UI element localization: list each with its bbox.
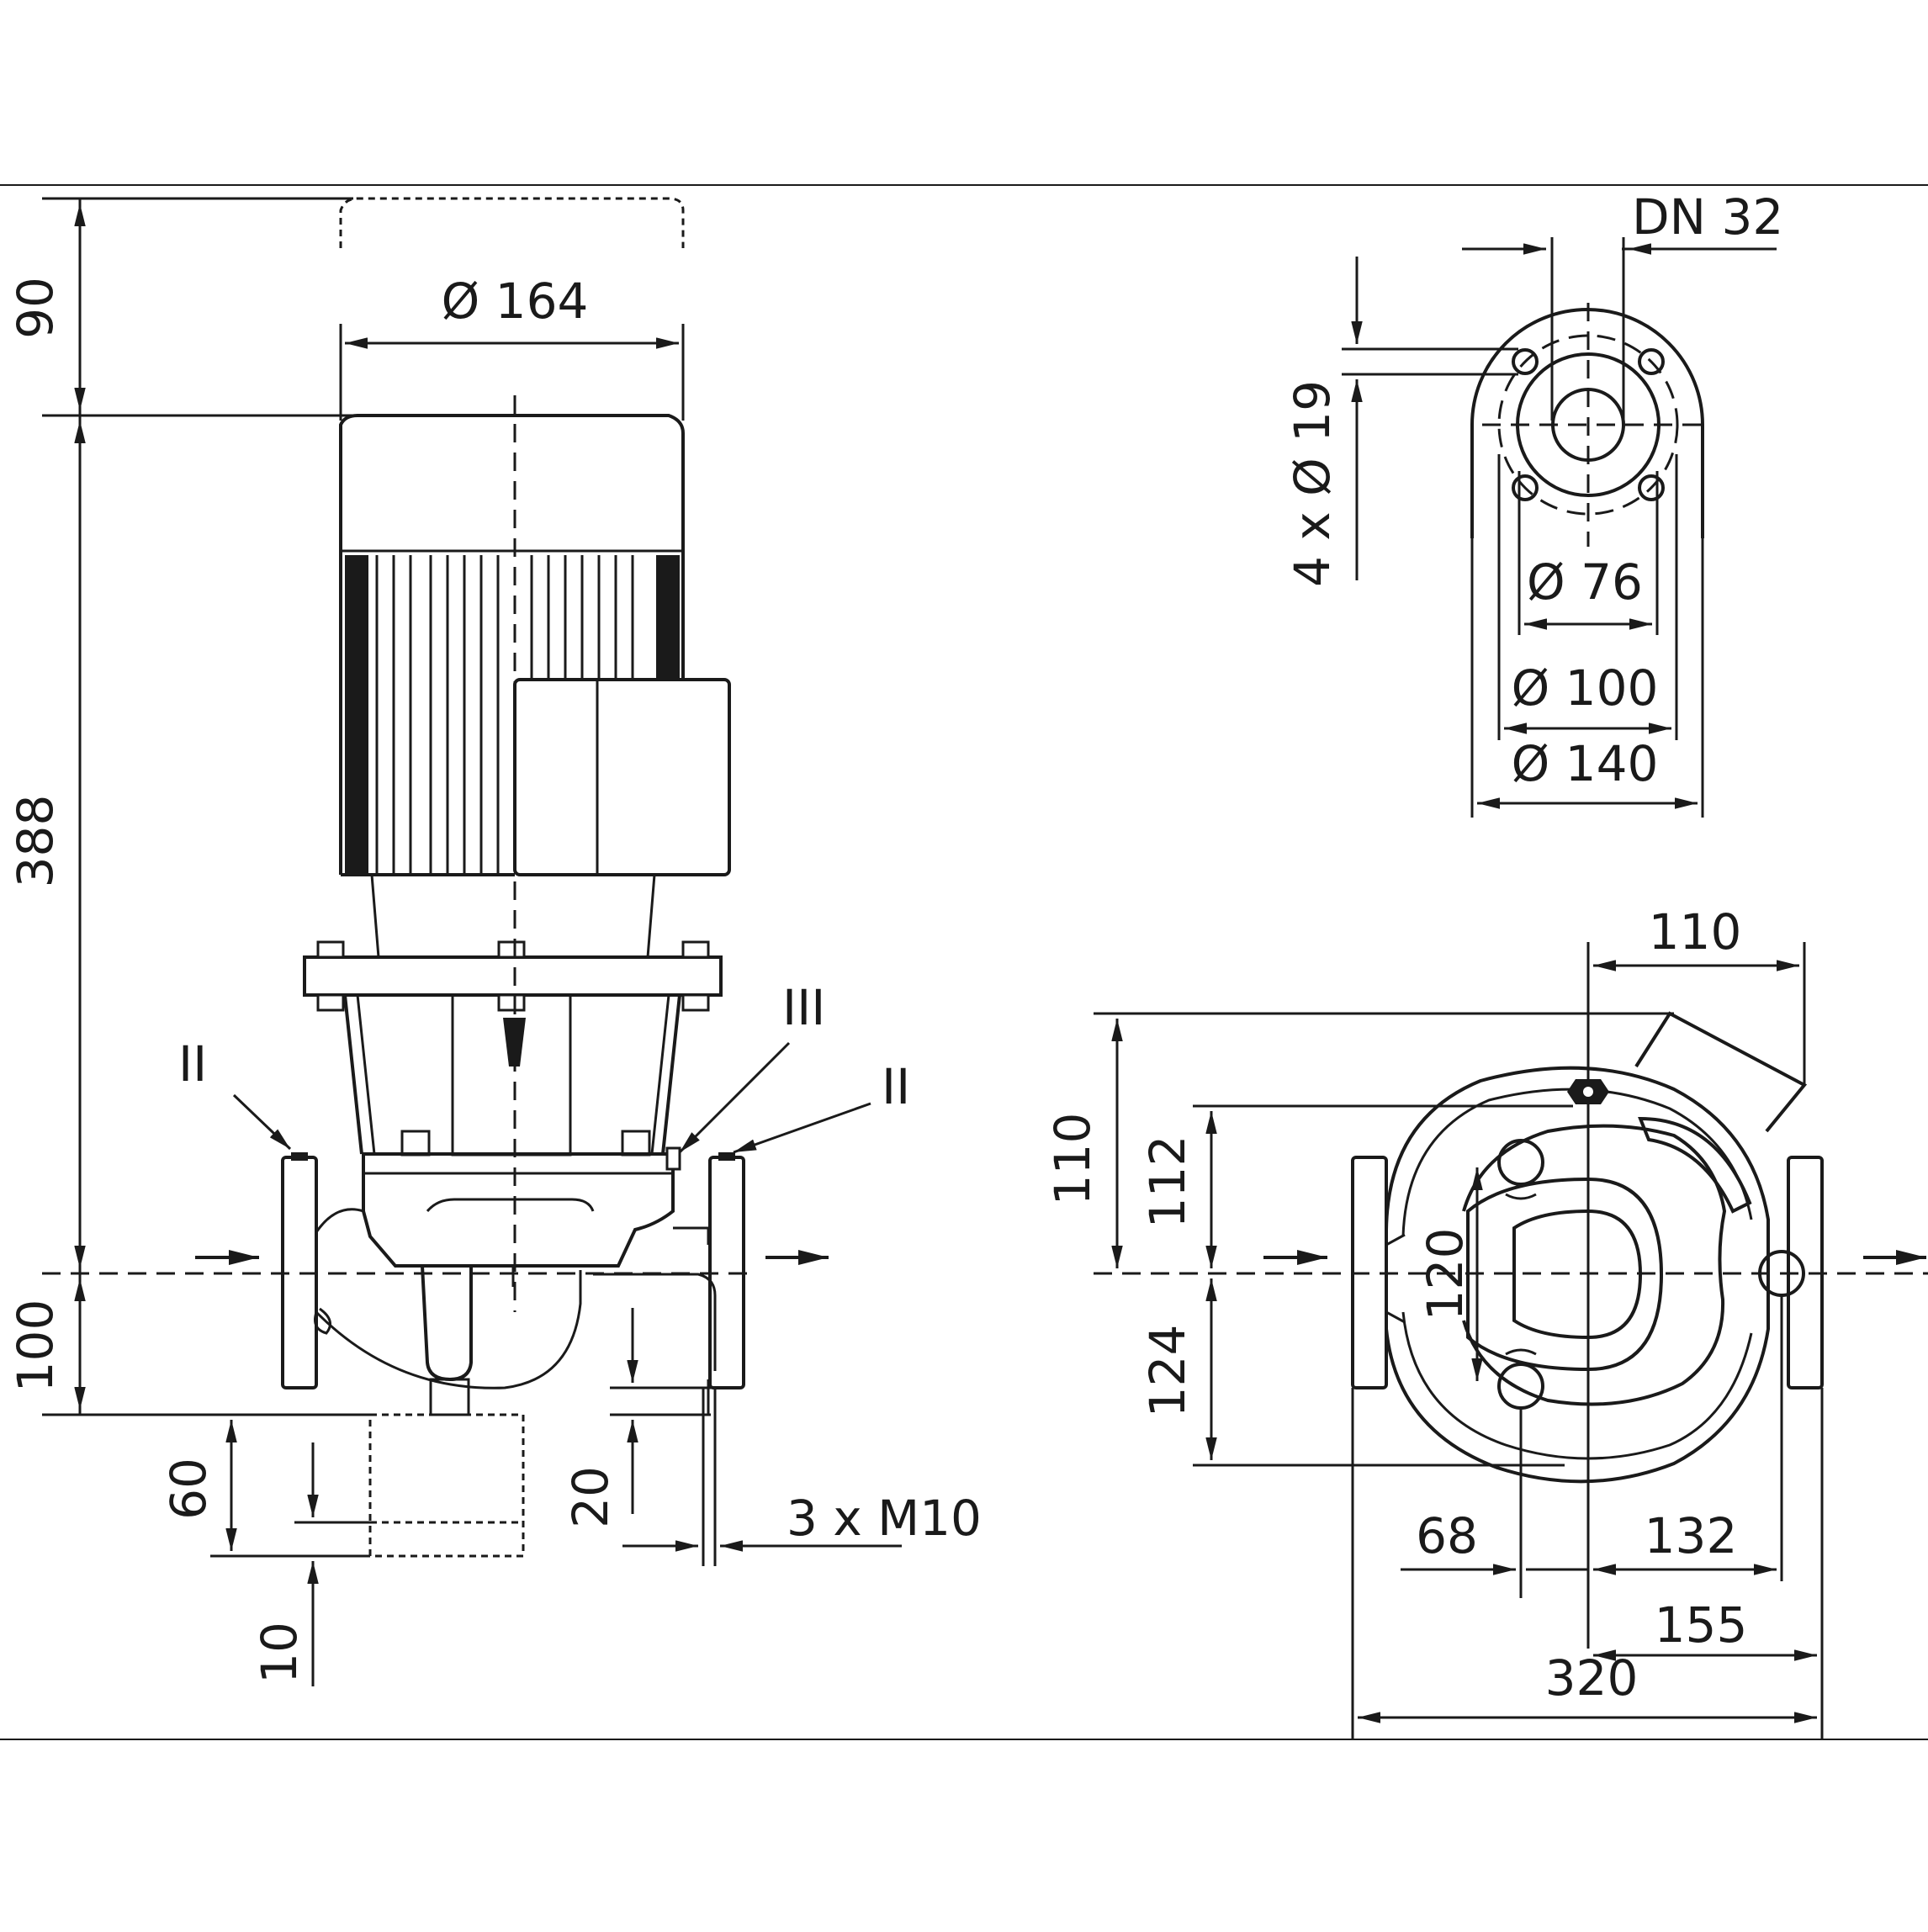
- motor-housing: [339, 414, 685, 875]
- pump-foot: [420, 1264, 473, 1382]
- dim-label-155: 155: [1655, 1596, 1748, 1654]
- marker-III-leader: [678, 1041, 791, 1154]
- vent-plug: [665, 1146, 681, 1171]
- vent-nut-hole: [1583, 1087, 1593, 1097]
- inlet-edges: [1385, 1233, 1406, 1324]
- motor-neck: [370, 874, 656, 958]
- port-connections: [1505, 1193, 1537, 1356]
- terminal-box-top: [1634, 1011, 1808, 1133]
- motor-flange-plate: [303, 955, 723, 997]
- dim-label-164: Ø 164: [442, 273, 589, 330]
- top-view: 110 110 112 124 120: [1044, 903, 1928, 1739]
- dim-label-388: 388: [7, 795, 64, 888]
- lantern-bolt-left: [400, 1130, 431, 1157]
- side-view: 90 388 100 Ø 164: [7, 197, 982, 1686]
- dim-label-124: 124: [1139, 1325, 1196, 1418]
- marker-II-left: II: [178, 1035, 207, 1093]
- casing-rib: [1638, 1116, 1752, 1214]
- flange-view: DN 32 4 x Ø 19 Ø 76: [1284, 188, 1783, 818]
- dim-label-10: 10: [251, 1622, 308, 1684]
- volute-contour: [315, 1208, 582, 1389]
- dim-label-112: 112: [1139, 1135, 1196, 1229]
- foot-removal-envelope: [368, 1413, 525, 1558]
- dim-label-76: Ø 76: [1527, 553, 1643, 611]
- dim-label-100: Ø 100: [1512, 659, 1659, 717]
- inlet-flange-left-cap: [291, 1152, 308, 1161]
- pump-housing-top: [362, 1152, 675, 1268]
- dim-label-20: 20: [562, 1466, 619, 1528]
- flange-bolts: [316, 940, 710, 1012]
- bolt-holes: [1512, 348, 1665, 501]
- dim-label-132: 132: [1645, 1507, 1738, 1564]
- foot-stub: [429, 1378, 470, 1416]
- dim-label-60: 60: [160, 1458, 217, 1520]
- dim-label-68: 68: [1416, 1507, 1478, 1564]
- marker-II-right-leader: [733, 1102, 871, 1154]
- motor-removal-envelope: [339, 197, 685, 248]
- lantern-bolt-right: [621, 1130, 651, 1157]
- marker-III: III: [782, 979, 825, 1036]
- volute-channel: [1462, 1124, 1727, 1406]
- motor-cooling-fins: [345, 555, 680, 875]
- marker-II-left-leader: [232, 1093, 292, 1151]
- port-lower: [1497, 1363, 1544, 1410]
- dim-label-320: 320: [1545, 1649, 1639, 1707]
- dim-label-110-h: 110: [1649, 903, 1742, 961]
- lantern-sides: [343, 994, 681, 1155]
- terminal-box: [513, 678, 731, 876]
- discharge-contour: [593, 1226, 717, 1371]
- dim-label-110-v: 110: [1044, 1113, 1101, 1206]
- impeller-eye-inner: [1512, 1209, 1643, 1340]
- flange-outer-contour: [1470, 308, 1704, 538]
- dim-label-140: Ø 140: [1512, 735, 1659, 792]
- flange-nominal-size: DN 32: [1632, 188, 1783, 246]
- dim-label-100: 100: [7, 1299, 64, 1393]
- housing-inner-contour: [426, 1198, 595, 1213]
- bolt-label: 3 x M10: [787, 1490, 982, 1547]
- port-upper: [1497, 1139, 1544, 1186]
- bolt-circle: [1497, 334, 1679, 516]
- lantern-inner: [356, 994, 670, 1155]
- dim-label-90: 90: [7, 277, 64, 339]
- outlet-flange-right-cap: [718, 1152, 735, 1161]
- inlet-drain-plug: [314, 1307, 331, 1335]
- holes-label: 4 x Ø 19: [1284, 380, 1341, 587]
- marker-II-right: II: [882, 1058, 910, 1115]
